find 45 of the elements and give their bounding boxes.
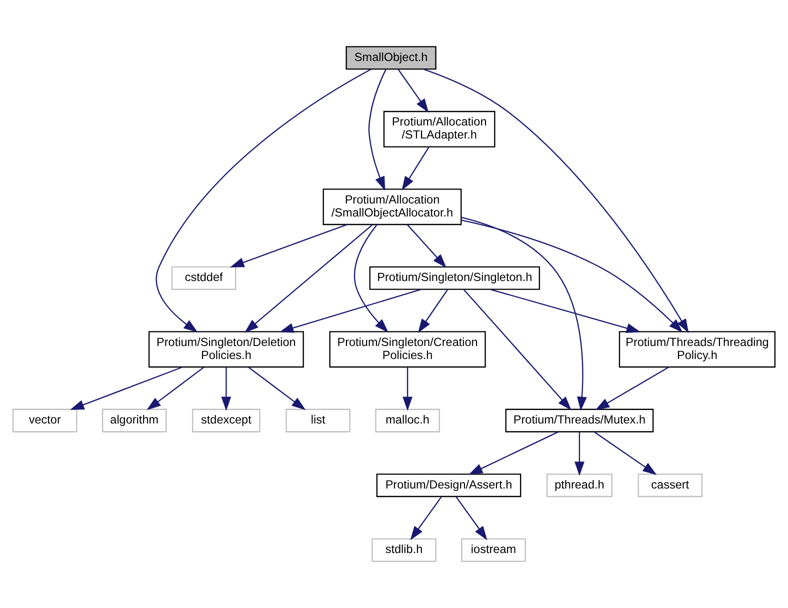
arrow xyxy=(424,68,689,334)
node-box: stdexcept xyxy=(192,408,260,432)
node-box: malloc.h xyxy=(375,408,440,432)
arrow xyxy=(594,431,657,475)
arrow xyxy=(595,366,670,410)
arrow xyxy=(410,496,442,540)
arrow xyxy=(463,288,572,410)
node-box: SmallObject.h xyxy=(346,46,436,70)
node-box: stdlib.h xyxy=(372,538,436,562)
arrow xyxy=(354,224,389,333)
arrow xyxy=(402,146,430,191)
node-box: iostream xyxy=(461,538,526,562)
arrow xyxy=(490,288,641,333)
node-box: list xyxy=(286,408,350,432)
arrow xyxy=(156,68,372,332)
arrow xyxy=(402,367,412,411)
node-box: algorithm xyxy=(102,408,167,432)
arrow xyxy=(461,220,683,333)
arrow xyxy=(368,68,386,191)
arrow xyxy=(279,288,422,333)
node-box: pthread.h xyxy=(546,474,612,498)
arrow xyxy=(468,431,559,475)
node-box: Protium/Threads/Mutex.h xyxy=(505,408,654,432)
node-box: vector xyxy=(12,408,78,432)
arrow xyxy=(70,366,183,410)
arrow xyxy=(574,432,584,476)
arrow xyxy=(244,224,373,333)
arrow xyxy=(398,68,429,113)
node-box: Protium/Design/Assert.h xyxy=(376,474,522,498)
arrow xyxy=(461,216,587,411)
node-box: Protium/Singleton/Singleton.h xyxy=(369,266,540,290)
node-box: Protium/Allocation /SmallObjectAllocator.h xyxy=(322,188,462,226)
node-box: Protium/Singleton/Deletion Policies.h xyxy=(148,331,304,368)
node-box: Protium/Allocation /STLAdapter.h xyxy=(383,110,496,148)
arrow xyxy=(230,224,348,268)
arrow xyxy=(146,366,204,410)
arrow xyxy=(406,224,446,268)
arrow xyxy=(248,366,306,410)
node-box: cassert xyxy=(638,474,703,498)
node-box: Protium/Singleton/Creation Policies.h xyxy=(329,331,486,368)
arrow xyxy=(418,289,448,334)
arrow xyxy=(221,367,232,411)
arrow xyxy=(456,496,488,540)
node-box: Protium/Threads/Threading Policy.h xyxy=(618,331,776,368)
node-box: cstddef xyxy=(171,266,236,290)
